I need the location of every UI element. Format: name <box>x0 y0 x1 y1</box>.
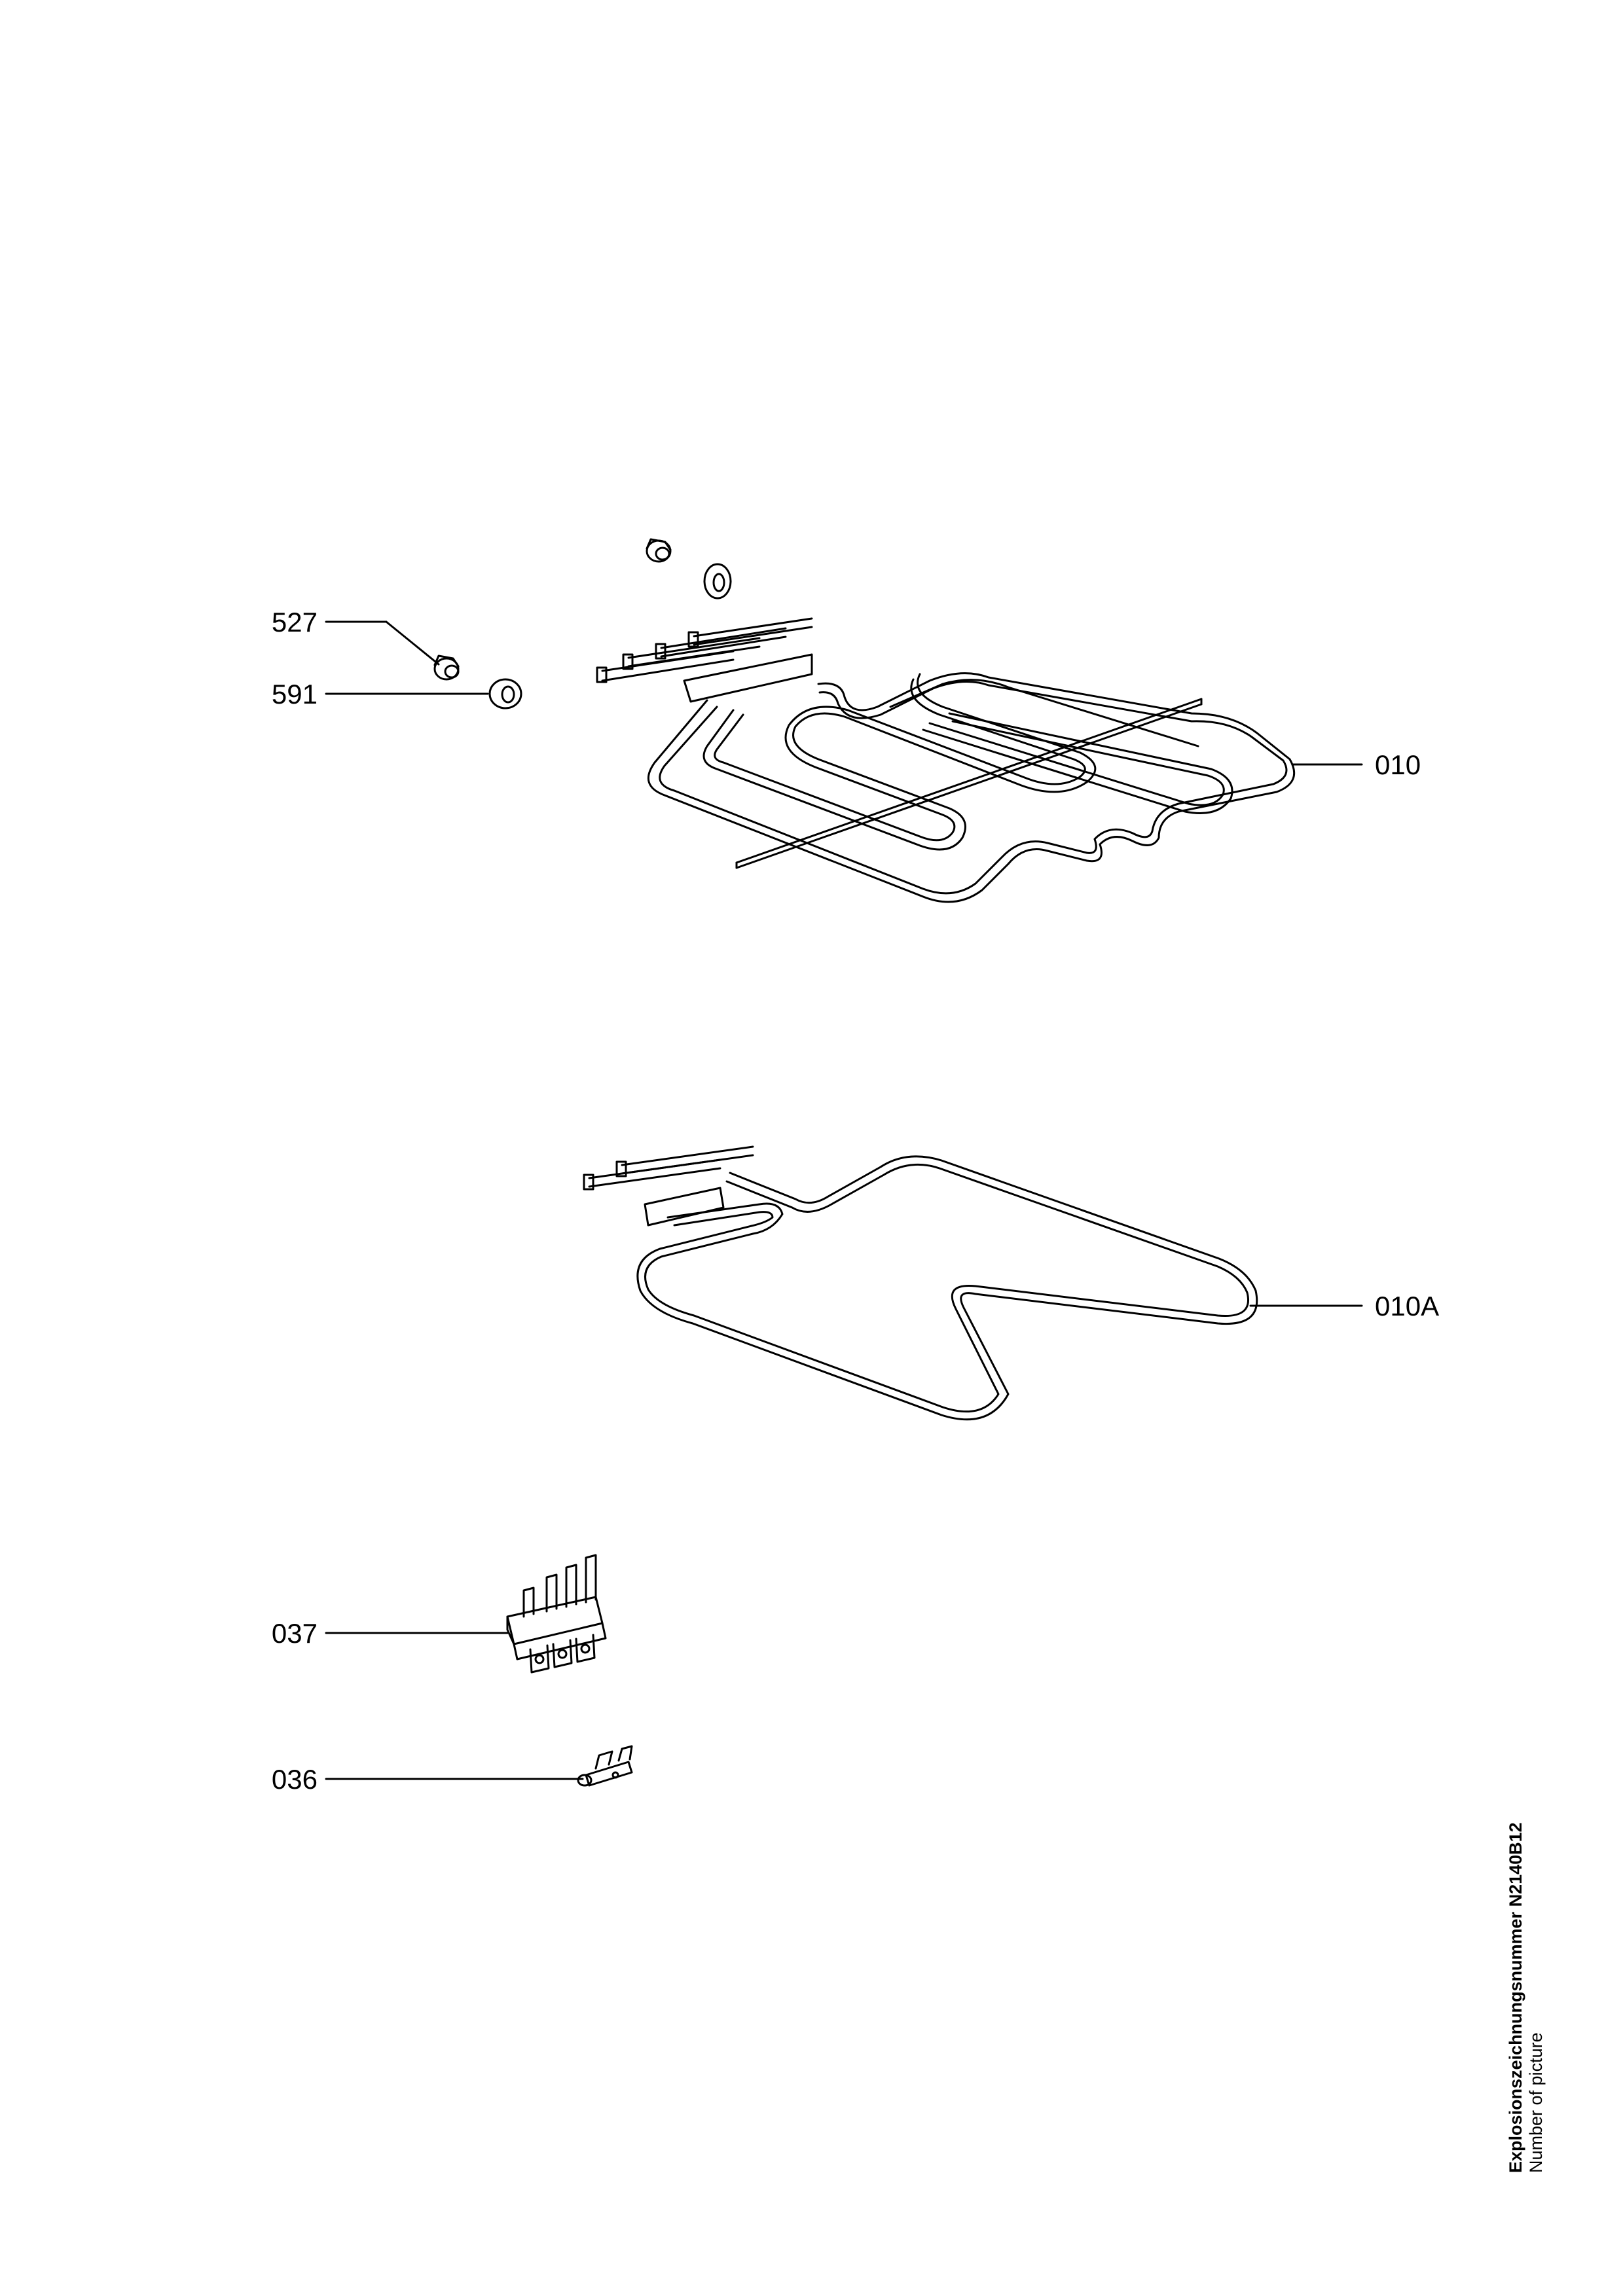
callout-036: 036 <box>271 1764 318 1795</box>
clip-036 <box>578 1746 632 1785</box>
callout-527: 527 <box>271 607 318 637</box>
callout-010: 010 <box>1375 749 1421 780</box>
callout-037: 037 <box>271 1618 318 1649</box>
bottom-element-010a <box>584 1147 1257 1420</box>
grill-element-010 <box>597 619 1294 902</box>
nut-upper <box>647 539 670 562</box>
callout-591: 591 <box>271 679 318 709</box>
washer-591 <box>490 679 521 708</box>
number-of-picture-label: Number of picture <box>1526 2032 1546 2173</box>
callout-010a: 010A <box>1375 1291 1440 1321</box>
drawing-number: Explosionszeichnungsnummer N2140B12 <box>1506 1822 1525 2173</box>
drawing-number-note: Explosionszeichnungsnummer N2140B12 Numb… <box>1506 1715 1584 2173</box>
terminal-block-037 <box>507 1555 606 1672</box>
leader-527-diag <box>386 622 439 664</box>
washer-upper <box>704 564 731 598</box>
nut-527 <box>435 656 458 679</box>
